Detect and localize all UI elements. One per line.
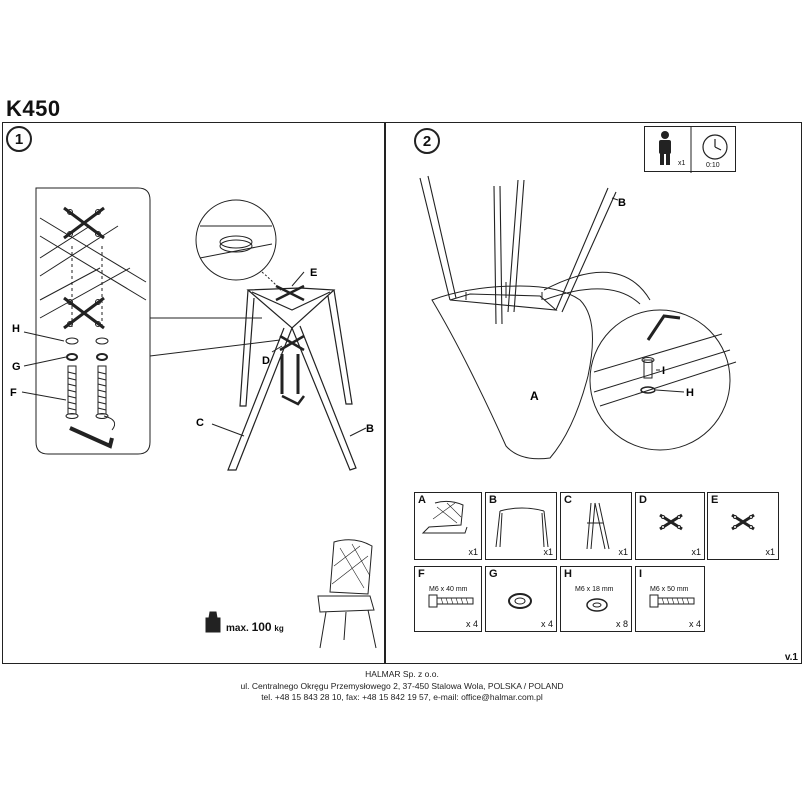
label-h2: H	[686, 387, 694, 399]
label-d: D	[262, 355, 270, 367]
cross-bracket-icon	[63, 206, 105, 240]
label-e: E	[310, 267, 317, 279]
version-label: v.1	[784, 652, 798, 663]
bolt-icon	[428, 594, 474, 608]
allen-key-icon	[69, 426, 114, 449]
part-quantity: x 4	[540, 619, 553, 629]
part-quantity: x 8	[615, 619, 628, 629]
label-b: B	[366, 423, 374, 435]
panel-divider	[384, 122, 386, 664]
part-quantity: x1	[691, 547, 701, 557]
cross-bracket-icon	[63, 296, 105, 330]
part-f: F M6 x 40 mm x 4	[414, 566, 482, 632]
label-g: G	[12, 361, 21, 373]
company-address: ul. Centralnego Okręgu Przemysłowego 2, …	[240, 680, 564, 691]
max-load: max. 100 kg	[226, 620, 284, 634]
part-quantity: x1	[543, 547, 553, 557]
zoom-detail-circle	[195, 199, 277, 281]
people-count: x1	[678, 160, 686, 167]
person-icon	[659, 131, 671, 165]
bolt-icon	[65, 365, 79, 419]
weight-icon	[205, 611, 221, 633]
detail-inset-frame	[35, 187, 151, 455]
part-quantity: x 4	[688, 619, 701, 629]
part-i: I M6 x 50 mm x 4	[635, 566, 705, 632]
bolt-icon	[95, 365, 109, 419]
label-c: C	[196, 417, 204, 429]
part-letter: F	[418, 568, 425, 580]
allen-key-icon	[646, 314, 681, 341]
zoom-detail-circle	[589, 309, 731, 451]
part-letter: I	[639, 568, 643, 580]
part-letter: G	[489, 568, 498, 580]
step-1-number: 1	[14, 130, 24, 148]
company-contact: tel. +48 15 843 28 10, fax: +48 15 842 1…	[261, 692, 543, 702]
step-2-number: 2	[422, 132, 432, 150]
washer-icon	[586, 598, 608, 612]
part-letter: C	[564, 494, 572, 506]
part-spec: M6 x 50 mm	[650, 586, 689, 593]
bolt-icon	[641, 357, 655, 379]
part-spec: M6 x 18 mm	[575, 586, 614, 593]
max-load-unit: kg	[274, 624, 284, 633]
document-code: K450	[6, 96, 61, 121]
leg-pair-icon	[586, 502, 610, 550]
spring-washer-icon	[508, 593, 532, 609]
leg-frame-icon	[495, 507, 549, 548]
assembly-info-box: x1 0:10	[644, 126, 736, 173]
instruction-frame	[2, 122, 802, 664]
spring-washer-icon	[96, 353, 108, 361]
part-letter: E	[711, 494, 719, 506]
assembly-time: 0:10	[706, 162, 720, 169]
company-footer: HALMAR Sp. z o.o. ul. Centralnego Okręgu…	[0, 669, 804, 704]
bolt-icon	[649, 594, 695, 608]
washer-icon	[640, 386, 656, 394]
washer-icon	[65, 337, 79, 345]
seat-icon	[421, 500, 468, 534]
cross-bracket-icon	[731, 513, 755, 531]
part-letter: D	[639, 494, 647, 506]
part-quantity: x1	[765, 547, 775, 557]
part-letter: B	[489, 494, 497, 506]
max-load-value: 100	[251, 620, 272, 634]
chair-preview-icon	[317, 539, 377, 649]
spring-washer-icon	[66, 353, 78, 361]
part-letter: A	[418, 494, 426, 506]
part-spec: M6 x 40 mm	[429, 586, 468, 593]
part-quantity: x 4	[465, 619, 478, 629]
label-a: A	[530, 389, 539, 403]
company-name: HALMAR Sp. z o.o.	[365, 669, 439, 679]
part-letter: H	[564, 568, 572, 580]
washer-icon	[95, 337, 109, 345]
clock-icon	[702, 134, 728, 160]
cross-bracket-icon	[659, 513, 683, 531]
part-quantity: x1	[618, 547, 628, 557]
seat-icon	[431, 285, 593, 460]
leg-frame-inverted	[419, 175, 617, 325]
label-f: F	[10, 387, 17, 399]
step-1-badge: 1	[6, 126, 32, 152]
label-b2: B	[618, 197, 626, 209]
assembly-info-icons	[659, 127, 728, 173]
label-h: H	[12, 323, 20, 335]
step-2-badge: 2	[414, 128, 440, 154]
max-load-prefix: max.	[226, 623, 249, 634]
label-i: I	[662, 365, 665, 377]
part-quantity: x1	[468, 547, 478, 557]
